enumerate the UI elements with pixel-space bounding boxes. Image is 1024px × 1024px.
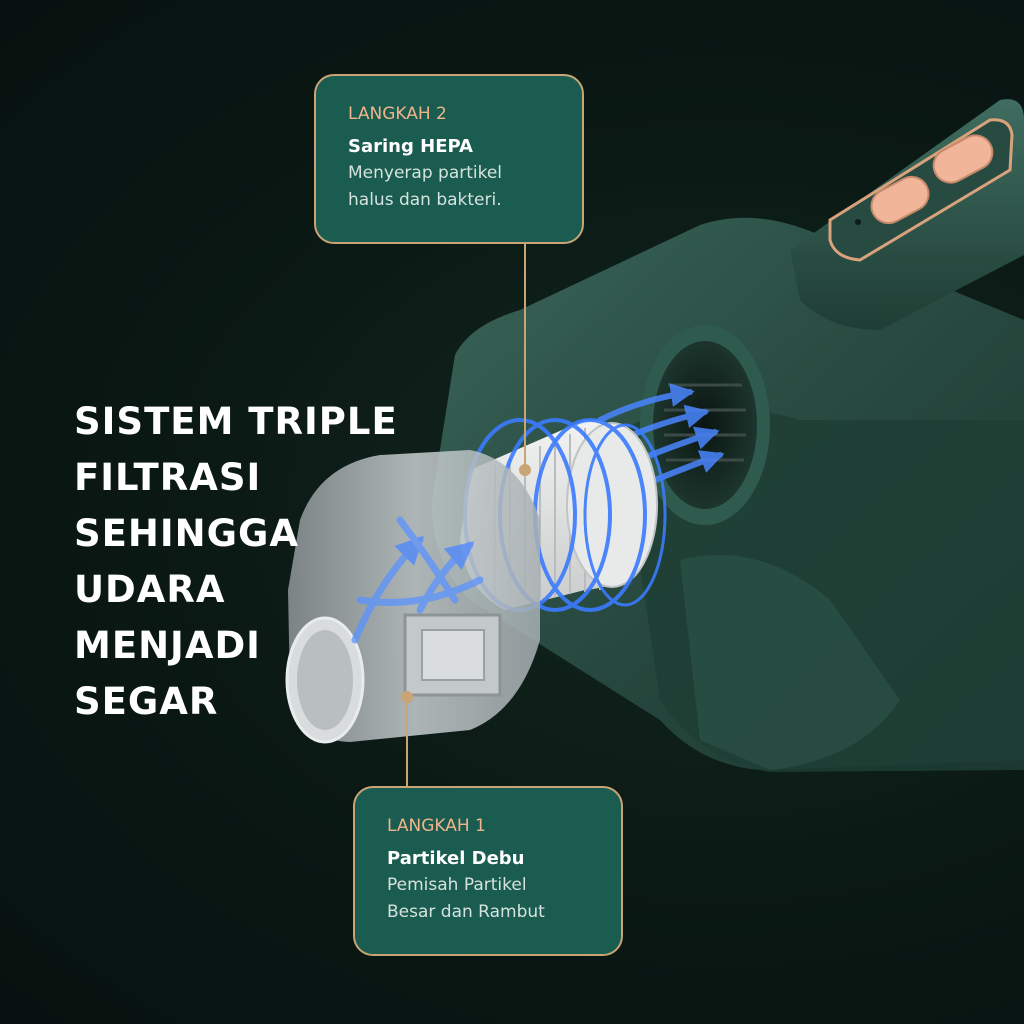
callout-leader-lines [401, 244, 531, 786]
step-description: Pemisah Partikel [387, 875, 527, 895]
headline-line: SEGAR [74, 680, 219, 723]
power-button [870, 175, 930, 225]
step-label: LANGKAH 2 [348, 104, 447, 124]
step-title: Partikel Debu [387, 848, 525, 869]
headline-line: FILTRASI [74, 456, 262, 499]
step-description: Besar dan Rambut [387, 902, 545, 922]
mode-button [932, 134, 994, 184]
handle [790, 99, 1024, 331]
headline-line: SEHINGGA [74, 512, 299, 555]
headline-line: MENJADI [74, 624, 261, 667]
dust-cup [285, 450, 540, 744]
step-label: LANGKAH 1 [387, 816, 486, 836]
headline-line: UDARA [74, 568, 226, 611]
headline: SISTEM TRIPLE FILTRASI SEHINGGA UDARA ME… [74, 394, 398, 730]
step-description: halus dan bakteri. [348, 190, 502, 210]
callout-step-1: LANGKAH 1 Partikel Debu Pemisah Partikel… [353, 786, 623, 956]
step-title: Saring HEPA [348, 136, 473, 157]
cyclone-arrows [351, 516, 484, 644]
headline-line: SISTEM TRIPLE [74, 400, 398, 443]
step-description: Menyerap partikel [348, 163, 503, 183]
callout-step-2: LANGKAH 2 Saring HEPA Menyerap partikel … [314, 74, 584, 244]
